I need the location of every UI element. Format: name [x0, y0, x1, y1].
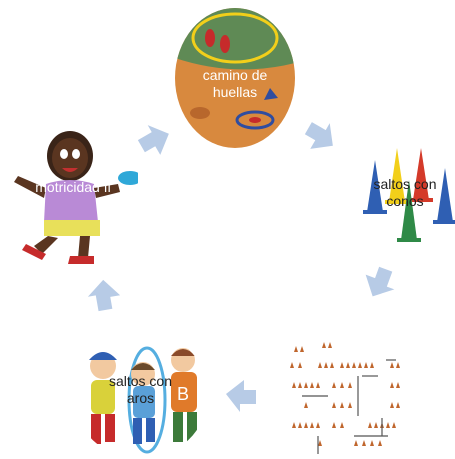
node-saltos-con-conos: saltos con conos — [355, 140, 455, 245]
chevron-arrow-icon — [87, 279, 121, 312]
chevron-arrow-icon — [226, 380, 256, 412]
node-cone-course — [278, 332, 408, 459]
chevron-arrow-icon — [304, 122, 333, 149]
label-saltos-con-aros: saltos con aros — [108, 372, 173, 406]
child-throwing-frisbee-image — [8, 118, 138, 268]
node-child-frisbee: motricidad fi — [8, 118, 138, 268]
cone-course-image — [278, 332, 408, 459]
kids-jumping-hoop-image: B — [73, 330, 208, 459]
chevron-arrow-icon — [365, 266, 395, 297]
svg-text:B: B — [177, 384, 189, 404]
chevron-arrow-icon — [137, 125, 169, 155]
label-camino-de-huellas: camino de huellas — [202, 67, 268, 100]
footprints-track-image — [175, 8, 295, 148]
node-saltos-con-aros: B saltos con aros — [73, 330, 208, 459]
label-motricidad: motricidad fi — [35, 178, 111, 195]
node-camino-de-huellas: camino de huellas — [175, 8, 295, 148]
colored-cones-image — [355, 140, 455, 245]
label-saltos-con-conos: saltos con conos — [373, 175, 437, 209]
